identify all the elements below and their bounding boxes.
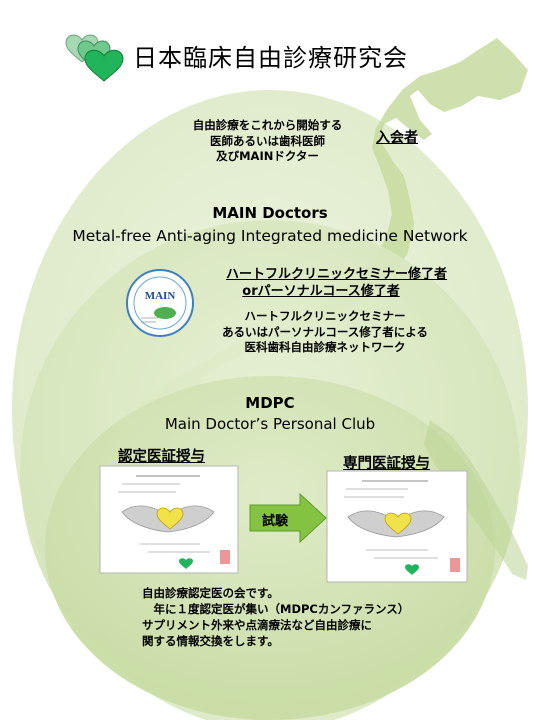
cert1-label: 認定医証授与 xyxy=(118,449,205,465)
mdpc-description-line: 年に１度認定医が集い（MDPCカンファランス） xyxy=(142,602,410,616)
mdpc-subtitle: Main Doctor’s Personal Club xyxy=(164,415,376,433)
hearts-logo-icon xyxy=(65,34,124,82)
main-requirement-line: orパーソナルコース修了者 xyxy=(242,284,400,299)
map-south xyxy=(424,420,528,580)
entry-description-line: 及びMAINドクター xyxy=(216,149,319,163)
inner-circle xyxy=(45,376,495,720)
cert2-label: 専門医証授与 xyxy=(343,456,430,472)
exam-arrow xyxy=(249,492,327,544)
mdpc-description-line: 自由診療認定医の会です。 xyxy=(142,586,279,600)
entry-description-line: 医師あるいは歯科医師 xyxy=(210,133,325,148)
main-description-line: あるいはパーソナルコース修了者による xyxy=(222,324,428,339)
main-requirement: ハートフルクリニックセミナー修了者 orパーソナルコース修了者 xyxy=(226,266,448,300)
entry-label: 入会者 xyxy=(376,130,418,146)
certificate-1 xyxy=(99,465,239,574)
entry-description: 自由診療をこれから開始する 医師あるいは歯科医師 及びMAINドクター xyxy=(175,118,360,165)
main-doctors-title: MAIN Doctors xyxy=(212,204,328,222)
main-requirement-line: ハートフルクリニックセミナー修了者 xyxy=(226,267,448,282)
entry-description-line: 自由診療をこれから開始する xyxy=(192,118,343,132)
main-logo-text: MAIN xyxy=(145,290,176,302)
mdpc-description: 自由診療認定医の会です。 年に１度認定医が集い（MDPCカンファランス） サプリ… xyxy=(142,585,409,649)
main-description: ハートフルクリニックセミナー あるいはパーソナルコース修了者による 医科歯科自由… xyxy=(190,309,460,356)
mdpc-title: MDPC xyxy=(245,394,295,412)
main-description-line: 医科歯科自由診療ネットワーク xyxy=(244,340,406,354)
mdpc-description-line: サプリメント外来や点滴療法など自由診療に xyxy=(142,618,372,632)
main-logo: MAIN xyxy=(126,269,194,337)
mdpc-description-line: 関する情報交換をします。 xyxy=(142,634,279,648)
main-description-line: ハートフルクリニックセミナー xyxy=(244,309,406,323)
certificate-2 xyxy=(326,470,468,583)
main-doctors-subtitle: Metal-free Anti-aging Integrated medicin… xyxy=(72,227,468,245)
exam-label: 試験 xyxy=(262,514,289,529)
page-title: 日本臨床自由診療研究会 xyxy=(133,44,408,72)
